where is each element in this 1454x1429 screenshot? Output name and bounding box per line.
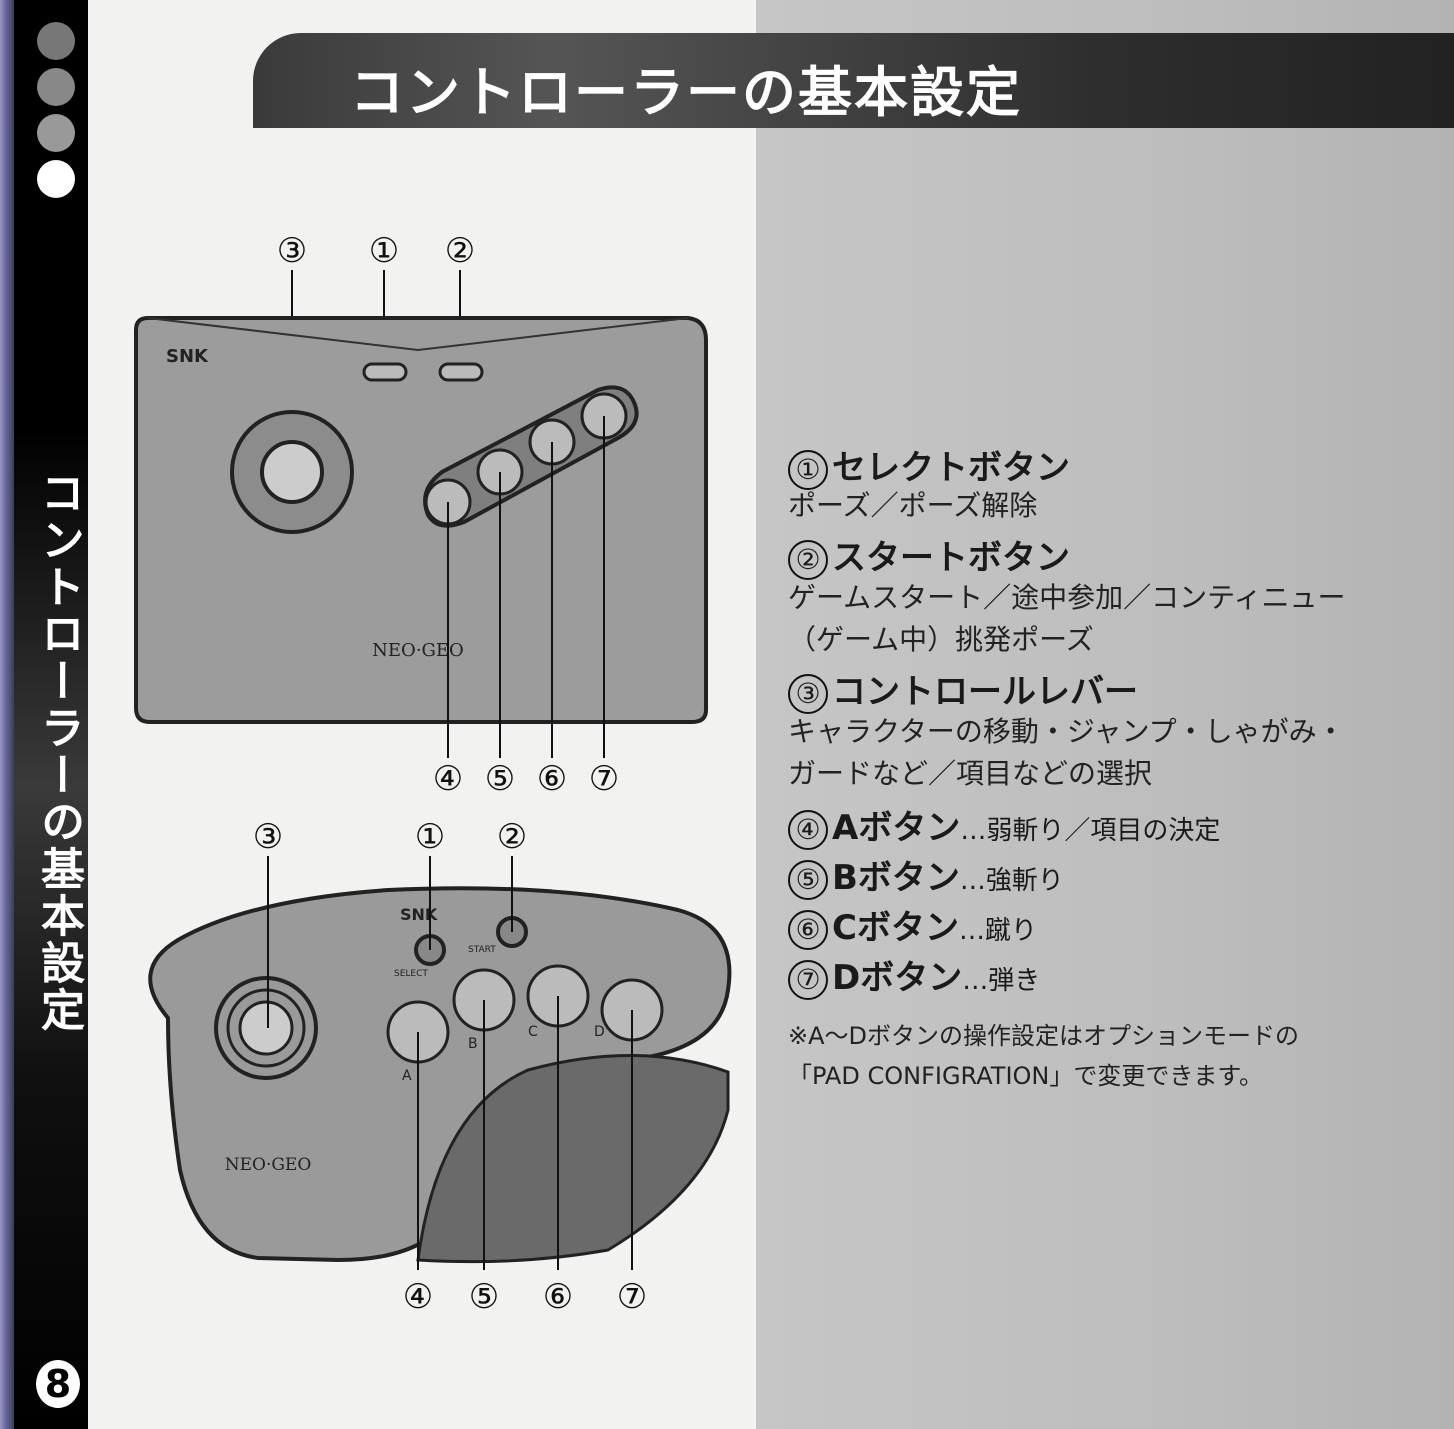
snk-logo: SNK: [400, 905, 438, 924]
snk-logo: SNK: [166, 346, 209, 367]
indicator-dot: [37, 114, 75, 152]
config-note: 「PAD CONFIGRATION」で変更できます。: [788, 1062, 1263, 1090]
page-number: 8: [36, 1360, 80, 1408]
callout-2: ②: [445, 231, 475, 271]
callout-3: ③: [253, 817, 283, 857]
callout-7: ⑦: [617, 1277, 647, 1317]
page-title: コントローラーの基本設定: [350, 60, 1022, 124]
arcade-stick-body: [134, 316, 708, 724]
title-bar: [253, 33, 1454, 128]
lever-ball: [238, 1000, 294, 1056]
callout-1: ①: [415, 817, 445, 857]
neogeo-logo: NEO·GEO: [372, 640, 464, 661]
callout-5: ⑤: [485, 759, 515, 799]
pad-label-a: A: [402, 1068, 412, 1084]
lever-ball: [260, 440, 324, 504]
start-label: START: [468, 945, 496, 955]
select-button-shape: [362, 362, 408, 382]
desc-lever-text: キャラクターの移動・ジャンプ・しゃがみ・: [788, 715, 1345, 748]
pad-label-c: C: [528, 1024, 538, 1040]
callout-6: ⑥: [537, 759, 567, 799]
pad-label-b: B: [468, 1036, 478, 1052]
desc-lever-text: ガードなど／項目などの選択: [788, 757, 1153, 790]
callout-2: ②: [497, 817, 527, 857]
config-note: ※A～Dボタンの操作設定はオプションモードの: [788, 1022, 1300, 1050]
desc-start-text: （ゲーム中）挑発ポーズ: [788, 623, 1094, 656]
side-strip: コントローラーの基本設定 8: [14, 0, 88, 1429]
neogeo-logo: NEO·GEO: [225, 1155, 312, 1175]
pad-label-d: D: [594, 1024, 605, 1040]
callout-3: ③: [277, 231, 307, 271]
page-edge: [0, 0, 14, 1429]
indicator-dot: [37, 22, 75, 60]
callout-1: ①: [369, 231, 399, 271]
select-label: SELECT: [394, 969, 428, 979]
right-panel: [756, 0, 1454, 1429]
indicator-dot: [37, 68, 75, 106]
callout-4: ④: [433, 759, 463, 799]
side-title: コントローラーの基本設定: [33, 470, 84, 1034]
indicator-dot-active: [37, 160, 75, 198]
joypad-grip: [416, 1054, 730, 1264]
callout-6: ⑥: [543, 1277, 573, 1317]
body-bevel: [147, 317, 689, 352]
desc-select-text: ポーズ／ポーズ解除: [788, 489, 1038, 522]
controller-diagram: ③ ① ② SNK NEO·GEO ④ ⑤ ⑥ ⑦ ③ ① ② SNK: [134, 231, 732, 1317]
callout-5: ⑤: [469, 1277, 499, 1317]
start-button-shape: [438, 362, 484, 382]
callout-7: ⑦: [589, 759, 619, 799]
desc-start-text: ゲームスタート／途中参加／コンティニュー: [788, 581, 1346, 614]
callout-4: ④: [403, 1277, 433, 1317]
